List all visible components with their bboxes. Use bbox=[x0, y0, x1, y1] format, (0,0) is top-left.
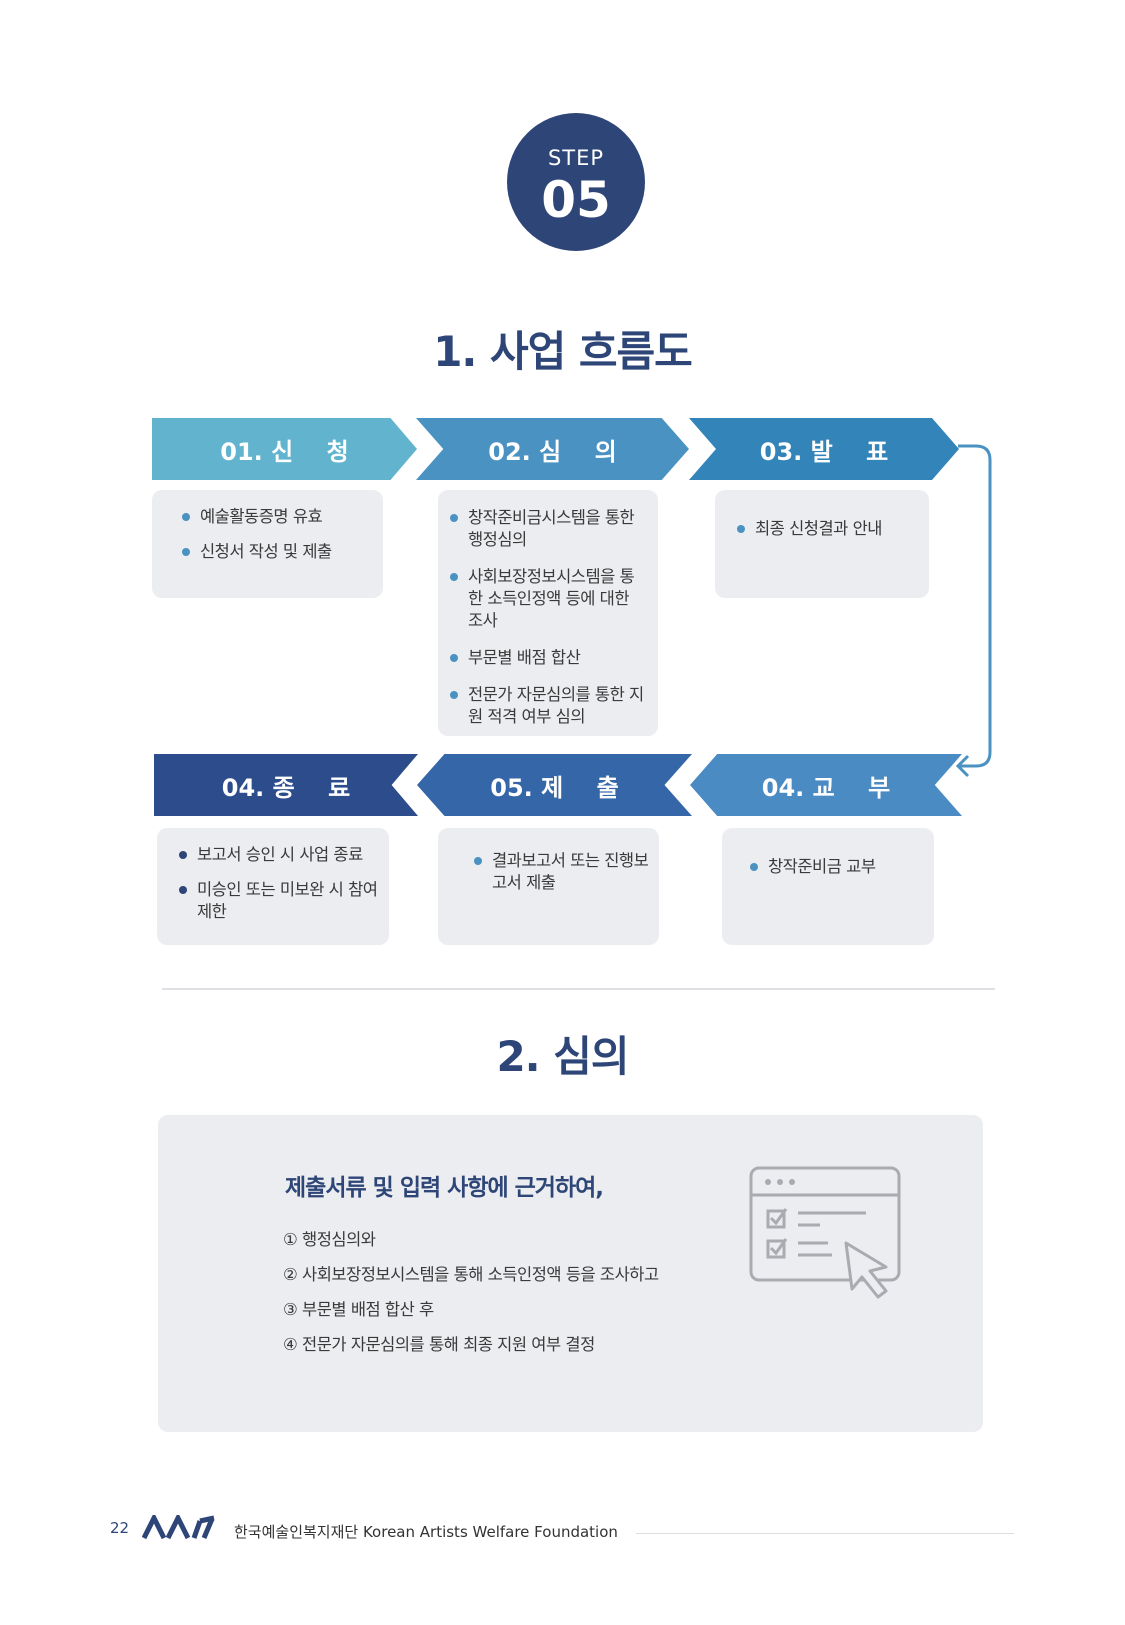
list-item: 신청서 작성 및 제출 bbox=[182, 541, 369, 563]
flow-connector-arrow bbox=[955, 444, 992, 778]
flow-step-label: 03. 발 표 bbox=[759, 437, 889, 466]
kawf-logo-icon bbox=[142, 1515, 215, 1540]
footer-rule bbox=[636, 1533, 1014, 1534]
flow-step-label: 04. 교 부 bbox=[761, 773, 891, 802]
flow-step-grant: 04. 교 부 bbox=[690, 754, 962, 816]
list-item: 창작준비금 교부 bbox=[750, 856, 924, 878]
flow-step-label: 04. 종 료 bbox=[221, 773, 351, 802]
list-item: 전문가 자문심의를 통한 지원 적격 여부 심의 bbox=[450, 684, 648, 728]
flow-box-finish: 보고서 승인 시 사업 종료 미승인 또는 미보완 시 참여 제한 bbox=[157, 828, 389, 945]
list-item: ③ 부문별 배점 합산 후 bbox=[283, 1300, 434, 1319]
review-list: ① 행정심의와 ② 사회보장정보시스템을 통해 소득인정액 등을 조사하고 ③ … bbox=[283, 1227, 659, 1367]
section-divider bbox=[162, 988, 995, 990]
section-title-flow: 1. 사업 흐름도 bbox=[433, 327, 693, 376]
review-heading: 제출서류 및 입력 사항에 근거하여, bbox=[285, 1175, 604, 1201]
flow-box-apply: 예술활동증명 유효 신청서 작성 및 제출 bbox=[152, 490, 383, 598]
flow-box-submit: 결과보고서 또는 진행보고서 제출 bbox=[438, 828, 659, 945]
checklist-cursor-icon bbox=[749, 1166, 901, 1299]
arrow-head-icon bbox=[955, 754, 970, 778]
flow-step-label: 02. 심 의 bbox=[488, 437, 617, 466]
flow-step-submit: 05. 제 출 bbox=[417, 754, 692, 816]
list-item: ① 행정심의와 bbox=[283, 1230, 376, 1249]
list-item: 미승인 또는 미보완 시 참여 제한 bbox=[179, 879, 379, 923]
list-item: 예술활동증명 유효 bbox=[182, 506, 369, 528]
page-number: 22 bbox=[110, 1519, 130, 1537]
list-item: 결과보고서 또는 진행보고서 제출 bbox=[474, 850, 649, 894]
list-item: 부문별 배점 합산 bbox=[450, 647, 648, 669]
section-title-review: 2. 심의 bbox=[496, 1032, 629, 1081]
list-item: ④ 전문가 자문심의를 통해 최종 지원 여부 결정 bbox=[283, 1335, 595, 1354]
step-badge: STEP 05 bbox=[507, 113, 645, 251]
flow-step-label: 05. 제 출 bbox=[490, 773, 619, 802]
list-item: 사회보장정보시스템을 통한 소득인정액 등에 대한 조사 bbox=[450, 566, 648, 632]
step-number: 05 bbox=[541, 170, 611, 229]
list-item: 최종 신청결과 안내 bbox=[737, 518, 919, 540]
flow-step-finish: 04. 종 료 bbox=[154, 754, 418, 816]
flow-box-announce: 최종 신청결과 안내 bbox=[715, 490, 929, 598]
list-item: 창작준비금시스템을 통한 행정심의 bbox=[450, 507, 648, 551]
list-item: 보고서 승인 시 사업 종료 bbox=[179, 844, 379, 866]
list-item: ② 사회보장정보시스템을 통해 소득인정액 등을 조사하고 bbox=[283, 1265, 659, 1284]
flow-step-label: 01. 신 청 bbox=[220, 437, 349, 466]
flow-step-review: 02. 심 의 bbox=[416, 418, 689, 480]
flow-box-grant: 창작준비금 교부 bbox=[722, 828, 934, 945]
flow-step-apply: 01. 신 청 bbox=[152, 418, 417, 480]
flow-step-announce: 03. 발 표 bbox=[689, 418, 959, 480]
footer-org-name: 한국예술인복지재단 Korean Artists Welfare Foundat… bbox=[234, 1523, 618, 1541]
step-label: STEP bbox=[547, 145, 605, 170]
flow-box-review: 창작준비금시스템을 통한 행정심의 사회보장정보시스템을 통한 소득인정액 등에… bbox=[438, 490, 658, 736]
